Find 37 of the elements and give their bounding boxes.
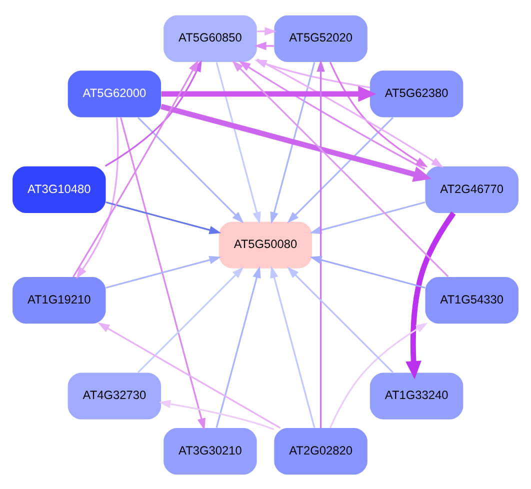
arrow (316, 59, 325, 428)
node-box: AT1G19210 (12, 276, 106, 324)
arrow (287, 116, 394, 223)
arrow (106, 255, 222, 288)
arrow (216, 62, 261, 224)
arrow (161, 86, 376, 102)
arrow (216, 266, 261, 428)
arrow (72, 59, 198, 277)
arrow (256, 58, 444, 168)
node-box: AT2G46770 (425, 166, 518, 213)
node-box: AT5G52020 (274, 14, 368, 62)
arrow (158, 399, 274, 430)
node-box: AT3G30210 (164, 428, 257, 474)
arrow (270, 62, 316, 224)
arrow (106, 200, 222, 234)
node-box: AT5G62000 (68, 70, 162, 117)
arrow (329, 61, 428, 167)
arrow (160, 103, 432, 182)
node-box: AT1G33240 (370, 372, 464, 419)
arrow (137, 116, 244, 223)
node-box: AT5G60850 (164, 14, 257, 62)
node-box: AT5G62380 (370, 70, 464, 117)
arrow (254, 41, 274, 50)
node-box: AT4G32730 (68, 372, 162, 419)
arrow (287, 266, 394, 373)
arrow (270, 266, 316, 428)
arrow (76, 116, 119, 278)
node-box: AT2G02820 (274, 428, 368, 474)
arrow (98, 322, 281, 428)
node-box: AT3G10480 (12, 166, 106, 213)
arrow (137, 266, 244, 373)
arrow (406, 211, 456, 379)
node-box: AT1G54330 (425, 276, 518, 324)
arrow (310, 255, 426, 288)
arrow (120, 116, 206, 430)
arrow (329, 322, 428, 428)
node-box: AT5G50080 (218, 221, 312, 268)
